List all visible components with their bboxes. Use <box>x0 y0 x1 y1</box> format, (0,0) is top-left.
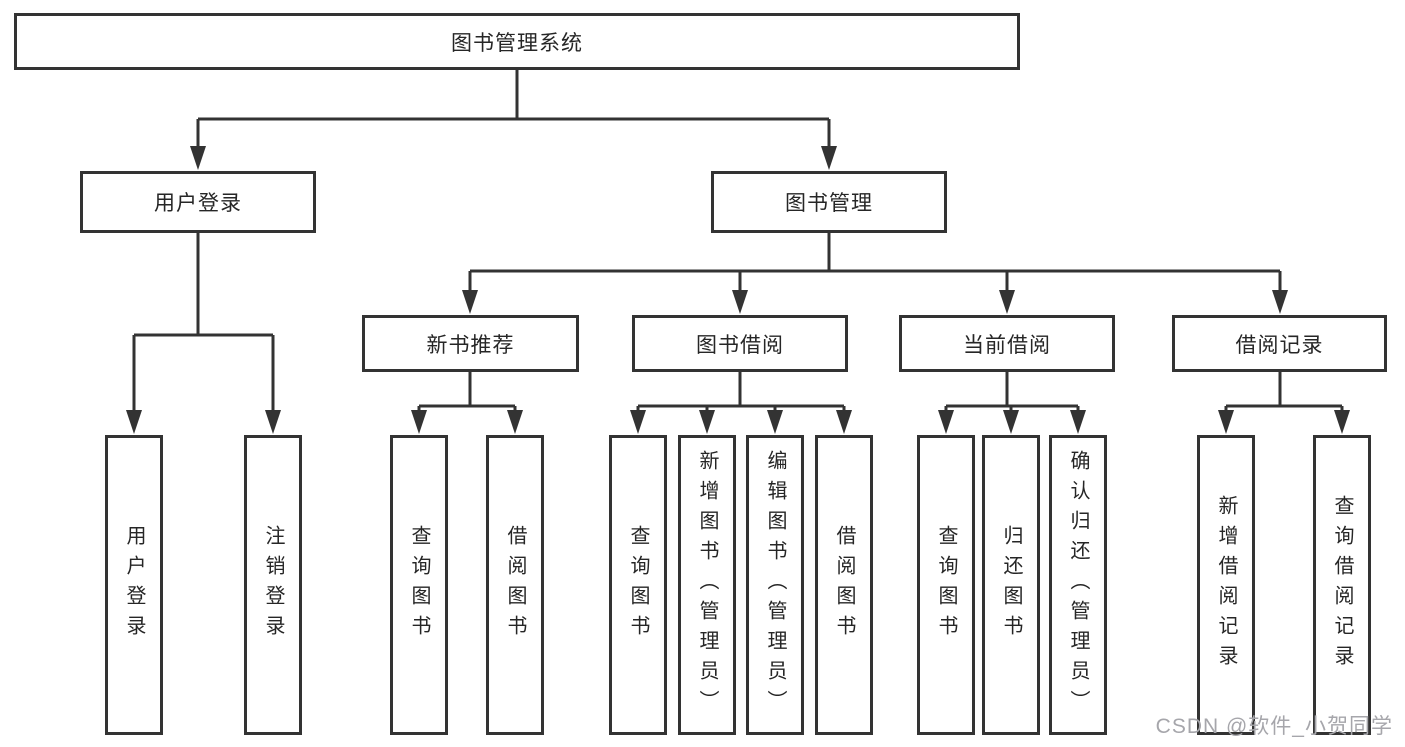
leaf-cb-query-books: 查询图书 <box>917 435 975 735</box>
leaf-bb-edit-book-admin: 编辑图书（管理员） <box>746 435 804 735</box>
node-book-borrow: 图书借阅 <box>632 315 848 372</box>
leaf-bb-query-books-label: 查询图书 <box>627 525 649 645</box>
leaf-br-query-borrow-record: 查询借阅记录 <box>1313 435 1371 735</box>
leaf-bb-borrow-books: 借阅图书 <box>815 435 873 735</box>
leaf-br-add-borrow-record-label: 新增借阅记录 <box>1215 495 1237 675</box>
leaf-bb-add-book-admin: 新增图书（管理员） <box>678 435 736 735</box>
node-book-management-label: 图书管理 <box>785 192 873 215</box>
leaf-cb-return-books: 归还图书 <box>982 435 1040 735</box>
node-book-borrow-label: 图书借阅 <box>696 333 784 357</box>
leaf-bb-edit-book-admin-label: 编辑图书（管理员） <box>764 450 786 720</box>
leaf-cb-query-books-label: 查询图书 <box>935 525 957 645</box>
leaf-nbr-borrow-books-label: 借阅图书 <box>504 525 526 645</box>
node-borrow-records: 借阅记录 <box>1172 315 1387 372</box>
leaf-user-login: 用户登录 <box>105 435 163 735</box>
leaf-nbr-query-books-label: 查询图书 <box>408 525 430 645</box>
leaf-cb-confirm-return-admin: 确认归还（管理员） <box>1049 435 1107 735</box>
node-current-borrow-label: 当前借阅 <box>963 333 1051 357</box>
leaf-nbr-query-books: 查询图书 <box>390 435 448 735</box>
node-current-borrow: 当前借阅 <box>899 315 1115 372</box>
leaf-bb-borrow-books-label: 借阅图书 <box>833 525 855 645</box>
leaf-logout: 注销登录 <box>244 435 302 735</box>
node-book-management: 图书管理 <box>711 171 947 233</box>
leaf-bb-add-book-admin-label: 新增图书（管理员） <box>696 450 718 720</box>
node-new-book-recommend-label: 新书推荐 <box>426 333 515 357</box>
leaf-bb-query-books: 查询图书 <box>609 435 667 735</box>
node-user-login-label: 用户登录 <box>154 192 242 215</box>
node-borrow-records-label: 借阅记录 <box>1235 333 1324 357</box>
leaf-br-query-borrow-record-label: 查询借阅记录 <box>1331 495 1353 675</box>
node-root-label: 图书管理系统 <box>451 31 583 55</box>
leaf-logout-label: 注销登录 <box>262 525 284 645</box>
node-new-book-recommend: 新书推荐 <box>362 315 579 372</box>
leaf-user-login-label: 用户登录 <box>123 525 145 645</box>
leaf-nbr-borrow-books: 借阅图书 <box>486 435 544 735</box>
leaf-br-add-borrow-record: 新增借阅记录 <box>1197 435 1255 735</box>
leaf-cb-confirm-return-admin-label: 确认归还（管理员） <box>1067 450 1089 720</box>
leaf-cb-return-books-label: 归还图书 <box>1000 525 1022 645</box>
node-root: 图书管理系统 <box>14 13 1020 70</box>
node-user-login: 用户登录 <box>80 171 316 233</box>
